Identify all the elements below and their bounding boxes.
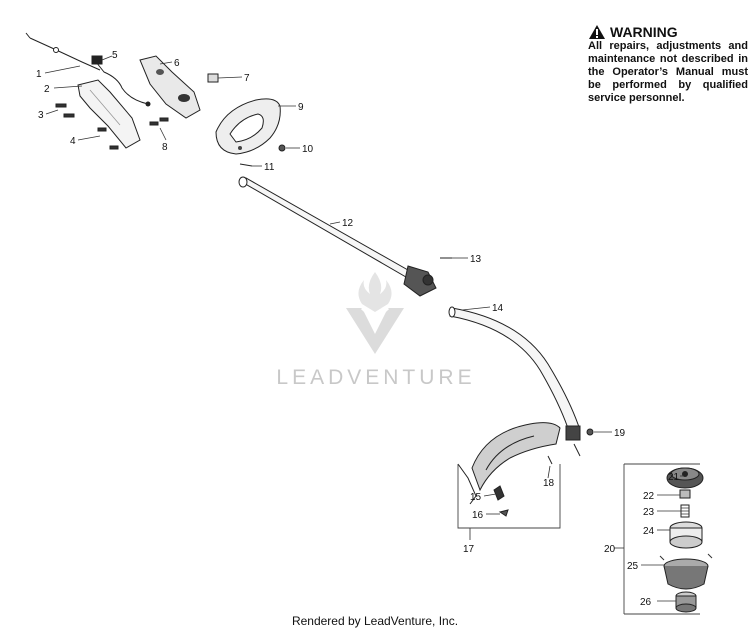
screw-part-3 [55,103,75,118]
callout-23: 23 [643,507,655,518]
callout-5: 5 [112,50,118,61]
warning-triangle-icon [589,25,605,39]
screw-part-18 [547,455,553,465]
rear-handle-part [215,98,281,155]
callout-20: 20 [604,544,616,555]
leader-lines [44,55,684,602]
throttle-cable-part [25,32,101,71]
callout-labels: 1 2 3 4 5 6 7 8 9 10 11 12 13 14 15 16 1… [36,50,680,608]
callout-25: 25 [627,561,639,572]
screw-part-8 [149,117,169,126]
callout-4: 4 [70,136,76,147]
callout-12: 12 [342,218,354,229]
callout-3: 3 [38,110,44,121]
callout-1: 1 [36,69,42,80]
callout-9: 9 [298,102,304,113]
callout-22: 22 [643,491,655,502]
callout-17: 17 [463,544,475,555]
upper-shaft-part [238,176,437,297]
screw-part-19 [586,428,594,436]
callout-8: 8 [162,142,168,153]
bracket-17 [457,464,561,529]
spool-part [669,521,703,549]
spring-part [680,504,690,518]
bracket-20 [623,463,700,615]
knob-part [675,591,697,613]
warning-notice: WARNING All repairs, adjustments and mai… [588,24,748,105]
screw-part-11 [239,163,253,167]
watermark-text: LEADVENTURE [276,366,476,389]
callout-14: 14 [492,303,504,314]
footer-credit: Rendered by LeadVenture, Inc. [291,614,459,628]
callout-13: 13 [470,254,482,265]
handle-half-right-part [139,55,201,119]
line-cutter-part [493,485,505,501]
callout-24: 24 [643,526,655,537]
warning-heading: WARNING [610,24,678,40]
handle-half-left-part [77,79,141,149]
cover-part [666,467,704,489]
screw-part-10 [278,144,286,152]
screw-part-4 [97,127,119,150]
callout-21: 21 [668,472,680,483]
callout-19: 19 [614,428,626,439]
callout-6: 6 [174,58,180,69]
callout-15: 15 [470,492,482,503]
callout-11: 11 [264,162,275,173]
callout-7: 7 [244,73,250,84]
screw-part-16 [498,509,509,517]
warning-text: All repairs, adjustments and maintenance… [588,40,748,104]
leadventure-logo-icon [346,272,404,354]
switch-part [207,73,219,83]
callout-10: 10 [302,144,314,155]
guard-part [457,422,561,505]
lower-shaft-part [448,306,581,457]
callout-16: 16 [472,510,484,521]
callout-2: 2 [44,84,50,95]
callout-26: 26 [640,597,652,608]
eyelet-part [679,489,691,499]
callout-18: 18 [543,478,555,489]
warning-header: WARNING [588,24,748,40]
housing-part [659,553,713,590]
